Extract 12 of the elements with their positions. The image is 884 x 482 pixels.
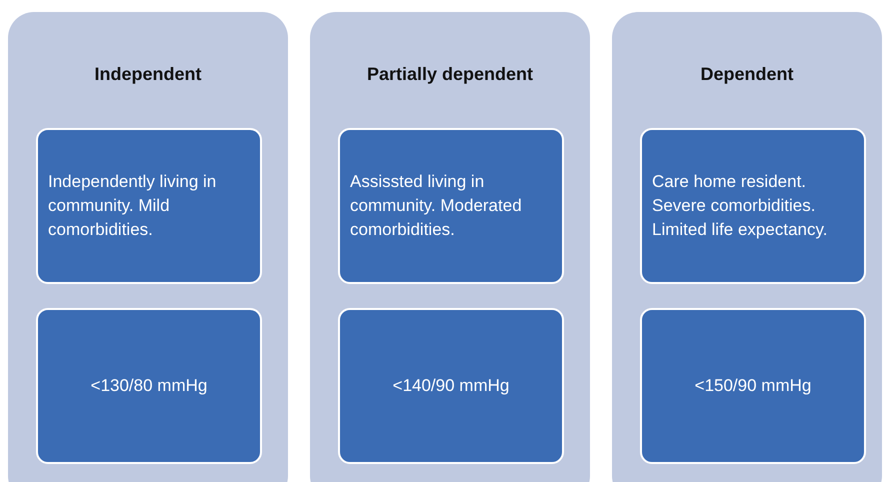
threshold-box: <130/80 mmHg bbox=[36, 308, 262, 464]
panel-heading: Independent bbox=[94, 64, 202, 85]
description-box: Independently living in community. Mild comorbidities. bbox=[36, 128, 262, 284]
threshold-box: <150/90 mmHg bbox=[640, 308, 866, 464]
description-box: Care home resident. Severe comorbidities. Limited life expectancy. bbox=[640, 128, 866, 284]
category-panel bbox=[310, 12, 590, 482]
panel-heading: Dependent bbox=[700, 64, 794, 85]
panel-heading: Partially dependent bbox=[366, 64, 534, 85]
threshold-box: <140/90 mmHg bbox=[338, 308, 564, 464]
category-panel bbox=[8, 12, 288, 482]
description-box: Assissted living in community. Moderated comorbidities. bbox=[338, 128, 564, 284]
category-panel bbox=[612, 12, 882, 482]
